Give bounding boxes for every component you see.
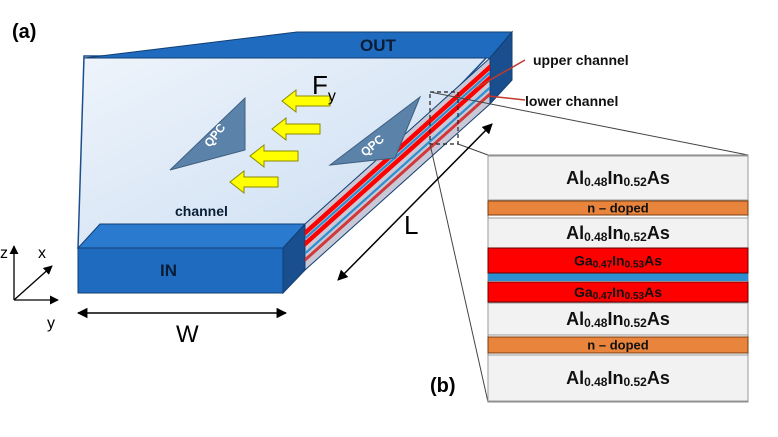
barrier-layer [487,354,749,402]
length-dimension-arrow [337,123,493,281]
well-layer-label: Ga0.47In0.53As [574,253,662,271]
spacer-layer [488,273,748,281]
panel-b-label: (b) [430,375,456,397]
force-arrows [229,88,331,195]
barrier-layer-label: Al0.48In0.52As [566,223,670,244]
well-layer-label: Ga0.47In0.53As [574,284,662,302]
in-electrode-top [76,223,307,249]
force-arrow [271,116,321,142]
axes-triad: z x y [0,245,59,332]
well-layer [487,247,749,274]
upper-channel-pointer [475,59,526,89]
length-label: L [404,210,418,240]
x-axis-line [13,265,53,301]
barrier-layer [487,302,749,336]
barrier-layer-label: Al0.48In0.52As [566,168,670,189]
barrier-layer [487,217,749,249]
out-label: OUT [360,36,397,55]
out-electrode-top [83,31,514,59]
lower-channel-pointer [487,95,526,101]
zoom-line-bottom [429,143,489,403]
doped-layer-label: n – doped [587,201,648,216]
force-arrow [229,169,279,195]
barrier-layer-label: Al0.48In0.52As [566,368,670,389]
z-axis-label: z [0,245,8,262]
qpc-left [169,96,246,171]
in-label: IN [160,261,177,280]
force-arrow [281,88,331,114]
lower-channel-label: lower channel [525,93,618,109]
channel-label: channel [175,203,228,219]
doped-layer [487,200,749,216]
zoom-line-top [429,91,749,156]
force-label: Fy [312,70,336,105]
barrier-layer-label: Al0.48In0.52As [566,309,670,330]
doped-layer-label: n – doped [587,338,648,353]
panel-a-label: (a) [12,21,36,43]
force-arrow [249,143,299,169]
y-axis-label: y [47,315,55,332]
width-label: W [176,321,199,348]
barrier-layer [487,155,749,201]
in-electrode-front [77,247,284,294]
well-layer [487,281,749,303]
x-axis-label: x [38,245,46,262]
doped-layer [487,336,749,354]
upper-channel-label: upper channel [533,52,629,68]
